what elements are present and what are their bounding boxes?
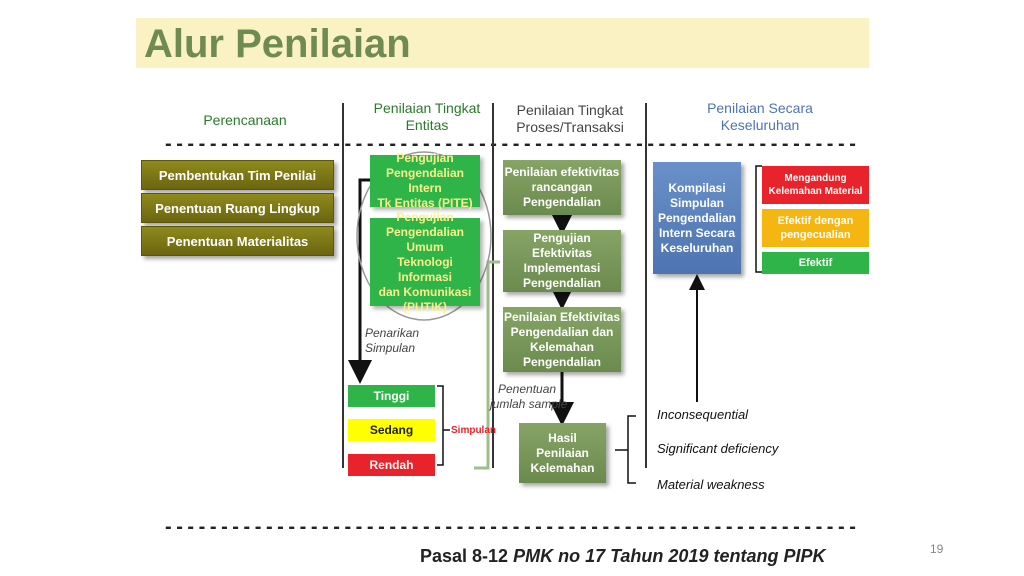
header-proses: Penilaian Tingkat Proses/Transaksi bbox=[500, 102, 640, 136]
title-bar bbox=[136, 18, 869, 68]
header-keseluruhan: Penilaian Secara Keseluruhan bbox=[690, 100, 830, 134]
putik-line4: dan Komunikasi bbox=[378, 284, 472, 299]
rancangan-line2: rancangan bbox=[531, 180, 593, 194]
box-pite: Pengujian Pengendalian Intern Tk Entitas… bbox=[370, 151, 480, 210]
header-proses-line1: Penilaian Tingkat bbox=[516, 102, 624, 118]
box-kelemahan: Penilaian Efektivitas Pengendalian dan K… bbox=[503, 307, 621, 372]
box-kompilasi: Kompilasi Simpulan Pengendalian Intern S… bbox=[653, 162, 741, 274]
penentuan-sample-label: Penentuan jumlah sample bbox=[490, 382, 567, 412]
level-sedang: Sedang bbox=[348, 419, 435, 441]
implementasi-line1: Pengujian bbox=[533, 231, 591, 245]
kompilasi-line3: Pengendalian bbox=[657, 210, 737, 225]
header-entitas: Penilaian Tingkat Entitas bbox=[362, 100, 492, 134]
entitas-to-levels-arrow bbox=[348, 178, 372, 384]
column-divider-3 bbox=[645, 103, 647, 468]
rating2-line1: Efektif dengan bbox=[777, 215, 854, 227]
penarikan-simpulan-label: Penarikan Simpulan bbox=[365, 326, 419, 356]
slide-title: Alur Penilaian bbox=[144, 22, 411, 66]
bottom-dashed-divider: - - - - - - - - - - - - - - - - - - - - … bbox=[165, 516, 857, 538]
penarikan-line1: Penarikan bbox=[365, 326, 420, 340]
box-implementasi: Pengujian Efektivitas Implementasi Penge… bbox=[503, 230, 621, 292]
kompilasi-line1: Kompilasi bbox=[668, 180, 726, 195]
rating-efektif: Efektif bbox=[762, 252, 869, 274]
step-pembentukan-tim: Pembentukan Tim Penilai bbox=[141, 160, 334, 190]
level-rendah: Rendah bbox=[348, 454, 435, 476]
implementasi-line3: Implementasi bbox=[523, 261, 601, 275]
kelemahan-line3: Kelemahan bbox=[529, 339, 595, 354]
header-perencanaan: Perencanaan bbox=[203, 112, 287, 128]
putik-line1: Pengujian bbox=[396, 209, 454, 224]
pite-line2: Pengendalian Intern bbox=[385, 166, 465, 195]
footer-pasal: Pasal 8-12 bbox=[420, 546, 514, 566]
header-proses-line2: Proses/Transaksi bbox=[516, 119, 624, 135]
header-keseluruhan-line1: Penilaian Secara bbox=[707, 100, 813, 116]
hasil-line1: Hasil bbox=[548, 430, 577, 445]
box-rancangan: Penilaian efektivitas rancangan Pengenda… bbox=[503, 160, 621, 215]
implementasi-line4: Pengendalian bbox=[522, 276, 602, 290]
kompilasi-line4: Intern Secara bbox=[658, 225, 736, 240]
column-divider-1 bbox=[342, 103, 344, 468]
outcome-significant-deficiency: Significant deficiency bbox=[657, 441, 779, 456]
penentuan-line2: jumlah sample bbox=[490, 397, 568, 411]
levels-bracket bbox=[437, 385, 450, 466]
penentuan-line1: Penentuan bbox=[498, 382, 557, 396]
pite-line1: Pengujian bbox=[396, 151, 454, 165]
pite-line3: Tk Entitas (PITE) bbox=[377, 196, 473, 210]
rating1-line1: Mengandung bbox=[784, 173, 847, 184]
top-dashed-divider: - - - - - - - - - - - - - - - - - - - - … bbox=[165, 133, 857, 155]
box-putik: Pengujian Pengendalian Umum Teknologi In… bbox=[370, 210, 480, 314]
rating-efektif-pengecualian: Efektif dengan pengecualian bbox=[762, 209, 869, 247]
page-number: 19 bbox=[930, 542, 944, 556]
implementasi-line2: Efektivitas bbox=[531, 246, 593, 260]
sample-feedback-line bbox=[474, 260, 500, 470]
level-tinggi: Tinggi bbox=[348, 385, 435, 407]
penarikan-line2: Simpulan bbox=[365, 341, 416, 355]
putik-line3: Teknologi Informasi bbox=[397, 254, 453, 284]
kelemahan-line1: Penilaian Efektivitas bbox=[503, 309, 621, 324]
step-materialitas: Penentuan Materialitas bbox=[141, 226, 334, 256]
kompilasi-bracket bbox=[755, 165, 762, 273]
step-ruang-lingkup: Penentuan Ruang Lingkup bbox=[141, 193, 334, 223]
rating1-line2: Kelemahan Material bbox=[768, 186, 863, 197]
rating-kelemahan-material: Mengandung Kelemahan Material bbox=[762, 166, 869, 204]
hasil-line3: Kelemahan bbox=[530, 460, 595, 475]
kompilasi-line5: Keseluruhan bbox=[660, 240, 734, 255]
entitas-circle bbox=[356, 151, 492, 321]
box-hasil: Hasil Penilaian Kelemahan bbox=[519, 423, 606, 483]
header-entitas-line2: Entitas bbox=[405, 117, 449, 133]
outcome-material-weakness: Material weakness bbox=[657, 477, 765, 492]
header-entitas-line1: Penilaian Tingkat bbox=[373, 100, 481, 116]
rancangan-line1: Penilaian efektivitas bbox=[504, 165, 620, 179]
column-divider-2 bbox=[492, 103, 494, 468]
kelemahan-line2: Pengendalian dan bbox=[510, 324, 614, 339]
kompilasi-line2: Simpulan bbox=[669, 195, 724, 210]
rating2-line2: pengecualian bbox=[780, 229, 851, 241]
footer-reference: Pasal 8-12 PMK no 17 Tahun 2019 tentang … bbox=[420, 546, 825, 567]
outcome-inconsequential: Inconsequential bbox=[657, 407, 749, 422]
rancangan-line3: Pengendalian bbox=[522, 195, 602, 209]
putik-line2: Pengendalian Umum bbox=[385, 224, 465, 254]
hasil-line2: Penilaian bbox=[536, 445, 589, 460]
putik-line5: (PUTIK) bbox=[403, 299, 447, 314]
kelemahan-line4: Pengendalian bbox=[522, 354, 602, 369]
header-keseluruhan-line2: Keseluruhan bbox=[720, 117, 800, 133]
simpulan-label: Simpulan bbox=[451, 425, 497, 436]
footer-pmk: PMK no 17 Tahun 2019 tentang PIPK bbox=[513, 546, 826, 566]
hasil-bracket bbox=[615, 415, 636, 484]
